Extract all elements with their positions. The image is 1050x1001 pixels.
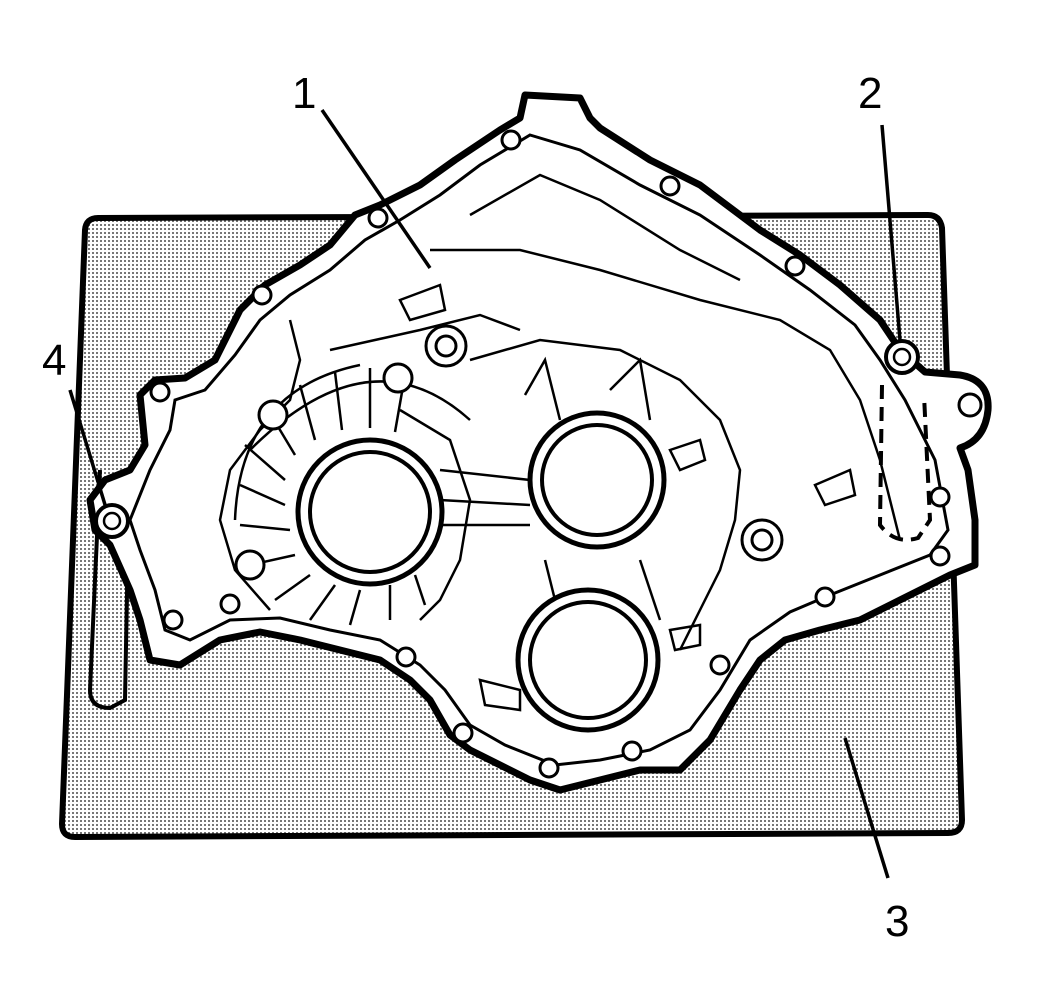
callout-1: 1: [292, 69, 316, 118]
bearing-bores: [295, 410, 667, 733]
small-bosses: [234, 362, 414, 581]
flange-bolt-holes: [149, 129, 983, 779]
dowel-pin-left: [94, 503, 130, 539]
callout-4: 4: [42, 336, 66, 385]
callout-2: 2: [858, 69, 882, 118]
leader-4: [68, 389, 108, 509]
casting-details: [218, 173, 902, 712]
leader-1: [320, 109, 432, 269]
left-locator-outline: [87, 469, 130, 711]
dowel-bosses: [424, 324, 784, 562]
leader-lines: [68, 109, 902, 879]
leader-2: [880, 124, 902, 341]
leader-3: [843, 737, 890, 879]
callout-3: 3: [885, 897, 909, 946]
housing-flange-inner: [128, 133, 950, 767]
dowel-pin-upper-right: [877, 339, 933, 542]
